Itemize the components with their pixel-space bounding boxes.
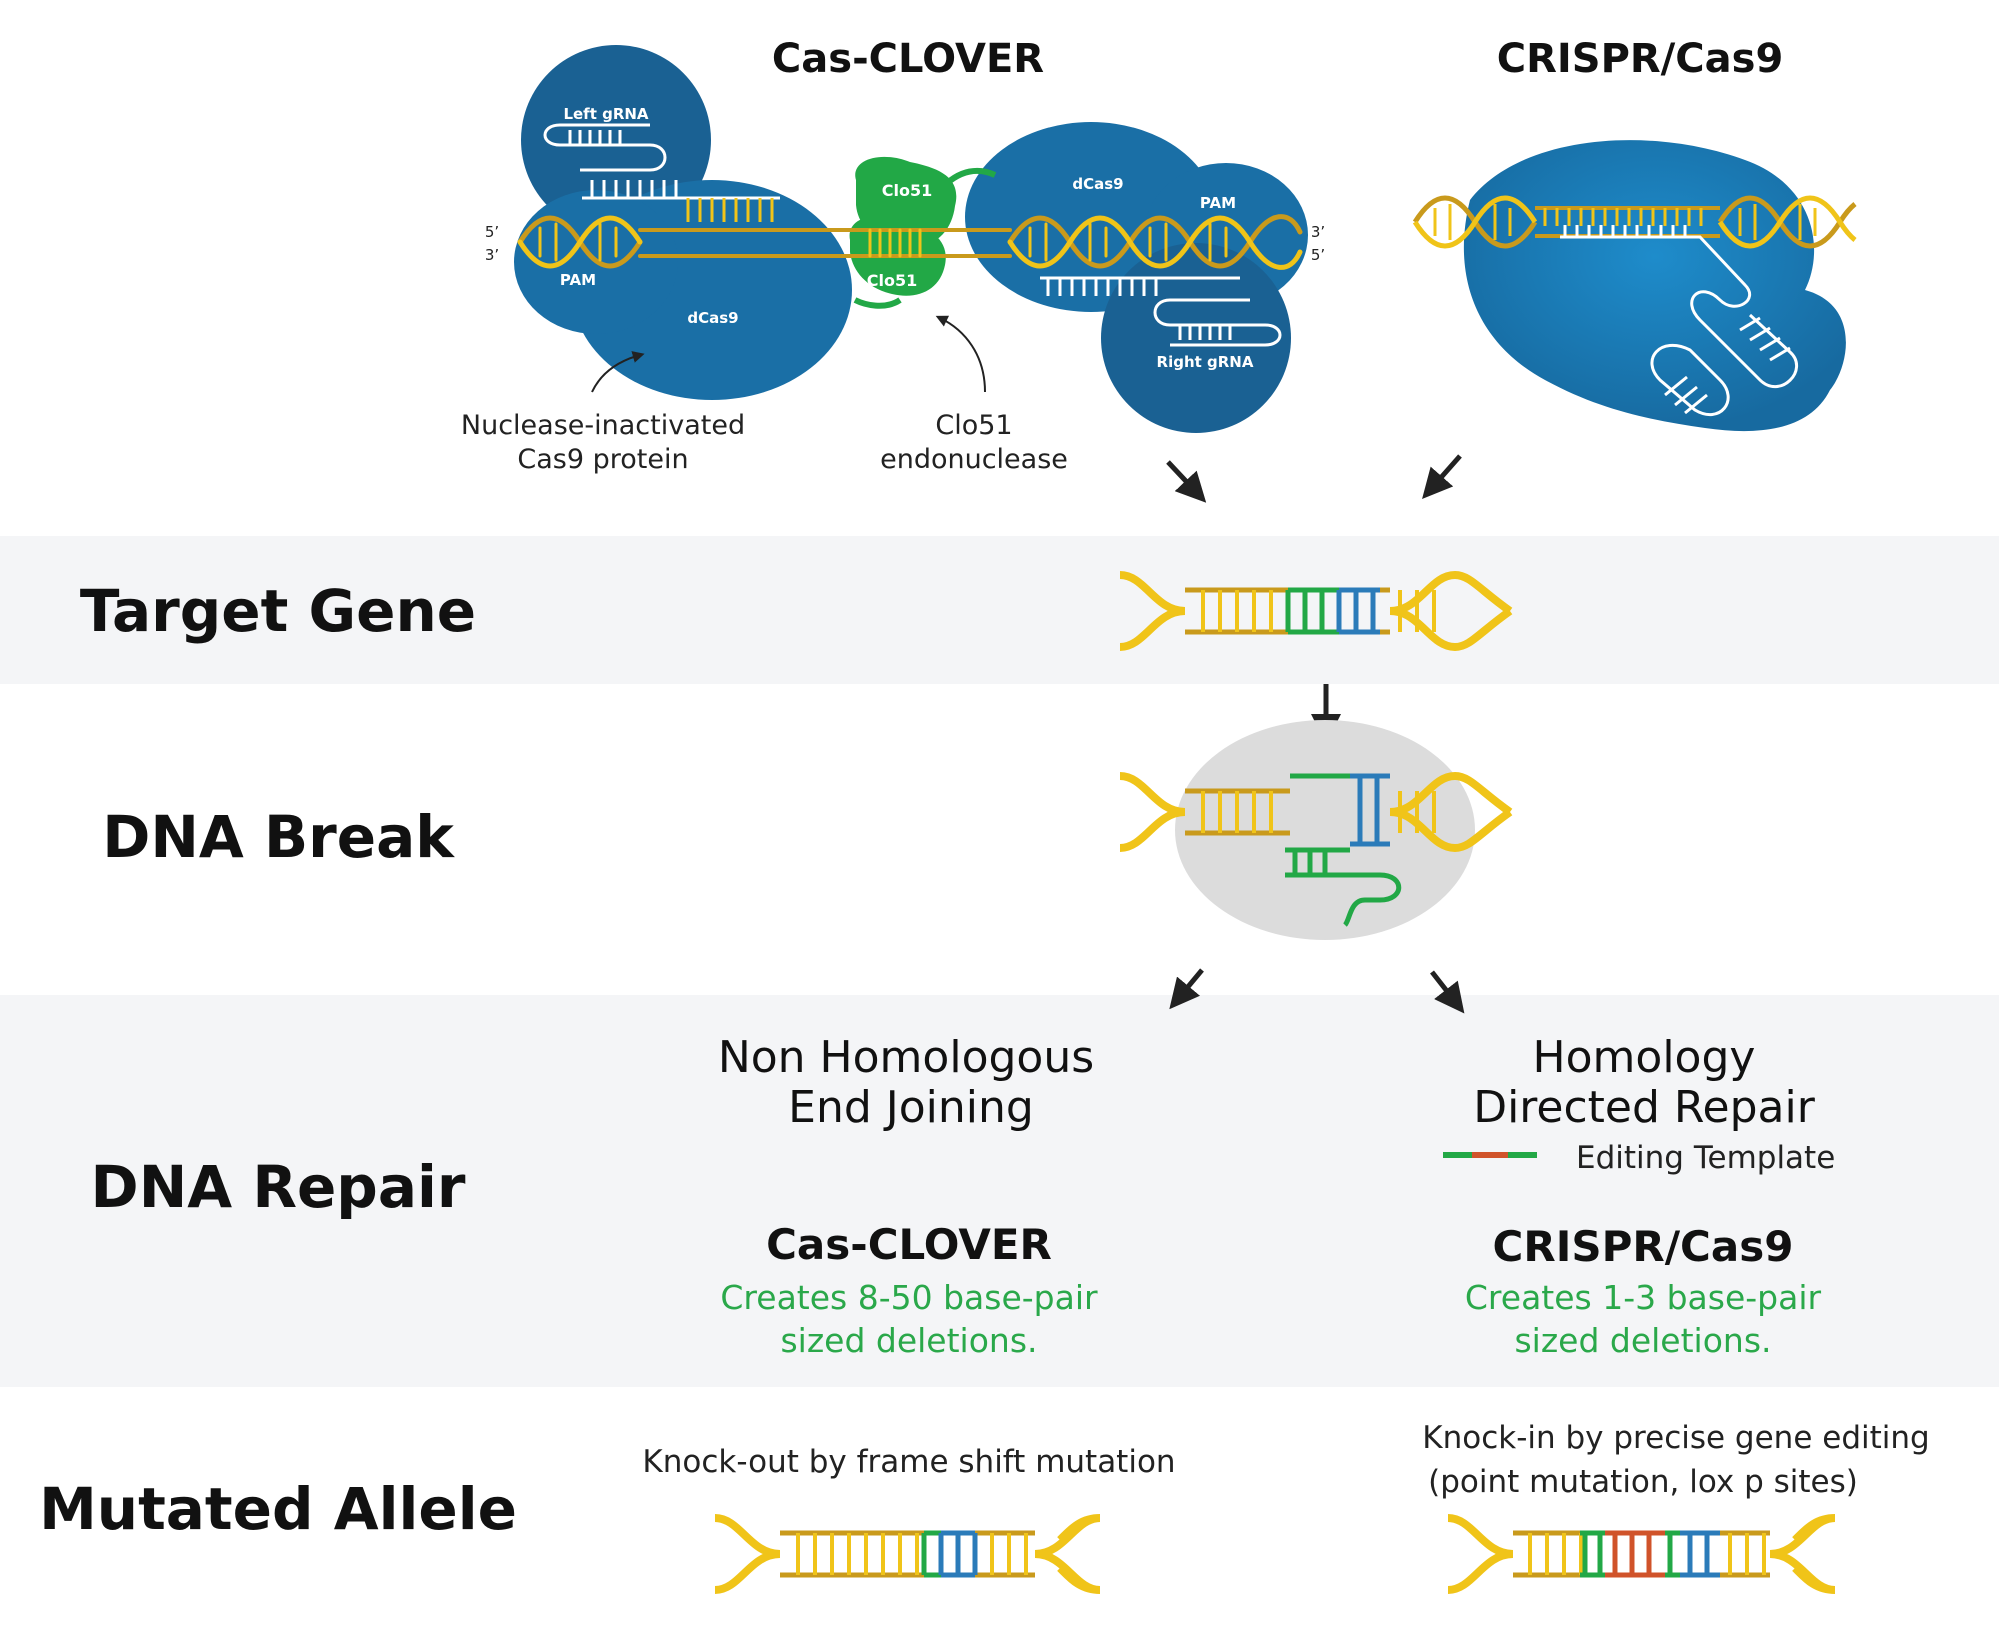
knockout-allele-dna [714,1514,1101,1594]
right-grna-structure [1040,276,1282,347]
repair-clover-desc-line2: sized deletions. [780,1321,1037,1360]
clover-dna-helix [517,214,1303,270]
annotation-nuclease-line2: Cas9 protein [517,444,688,475]
knockin-label-line1: Knock-in by precise gene editing [1422,1420,1929,1456]
band-target-gene [0,536,1999,684]
cas9-protein [1463,140,1846,432]
knockin-allele-dna [1447,1514,1836,1594]
label-left-3prime: 3’ [485,246,499,264]
label-left-5prime: 5’ [485,223,499,241]
target-gene-dna [1119,571,1513,651]
label-right-5prime: 5’ [1311,246,1325,264]
arrow-clover-to-target [1166,460,1207,503]
annotation-arrow-clo51 [935,315,986,393]
hdr-title-line1: Homology [1533,1032,1756,1083]
label-left-dcas9: dCas9 [687,309,738,327]
row-label-target-gene: Target Gene [80,577,476,645]
repair-clover-title: Cas-CLOVER [766,1220,1052,1269]
annotation-arrow-nuclease [591,351,645,393]
label-clo51-bottom: Clo51 [867,271,917,290]
label-right-grna: Right gRNA [1157,353,1254,371]
dna-break-illustration [1119,720,1513,940]
editing-template-label: Editing Template [1576,1140,1835,1176]
nhej-title-line2: End Joining [788,1082,1034,1133]
arrow-crispr-to-target [1422,454,1462,499]
label-right-3prime: 3’ [1311,223,1325,241]
repair-crispr-title: CRISPR/Cas9 [1493,1222,1794,1271]
repair-crispr-desc-line2: sized deletions. [1514,1321,1771,1360]
row-label-mutated-allele: Mutated Allele [39,1475,517,1543]
knockin-label-line2: (point mutation, lox p sites) [1428,1464,1858,1500]
row-label-dna-break: DNA Break [102,803,455,871]
row-label-dna-repair: DNA Repair [91,1153,466,1221]
right-grna-protein [1101,243,1291,433]
title-cas-clover: Cas-CLOVER [772,36,1044,82]
crispr-grna [1560,225,1798,417]
title-crispr-cas9: CRISPR/Cas9 [1497,36,1784,82]
repair-crispr-desc-line1: Creates 1-3 base-pair [1465,1278,1822,1317]
label-clo51-top: Clo51 [882,181,932,200]
label-left-pam: PAM [560,271,596,289]
nhej-title-line1: Non Homologous [718,1032,1094,1083]
annotation-clo51-line2: endonuclease [880,444,1068,475]
crispr-cas9-complex [1412,140,1857,432]
arrow-break-to-hdr [1430,970,1465,1014]
repair-clover-desc-line1: Creates 8-50 base-pair [720,1278,1098,1317]
knockout-label: Knock-out by frame shift mutation [642,1444,1175,1480]
cas-clover-complex: Left gRNA Right gRNA dCas9 dCas9 PAM PAM… [485,45,1325,433]
hdr-title-line2: Directed Repair [1473,1082,1816,1133]
label-left-grna: Left gRNA [563,105,648,123]
annotation-nuclease-line1: Nuclease-inactivated [461,410,745,441]
band-dna-repair [0,995,1999,1387]
annotation-clo51-line1: Clo51 [935,410,1012,441]
label-right-pam: PAM [1200,194,1236,212]
arrow-break-to-nhej [1169,968,1204,1010]
label-right-dcas9: dCas9 [1072,175,1123,193]
